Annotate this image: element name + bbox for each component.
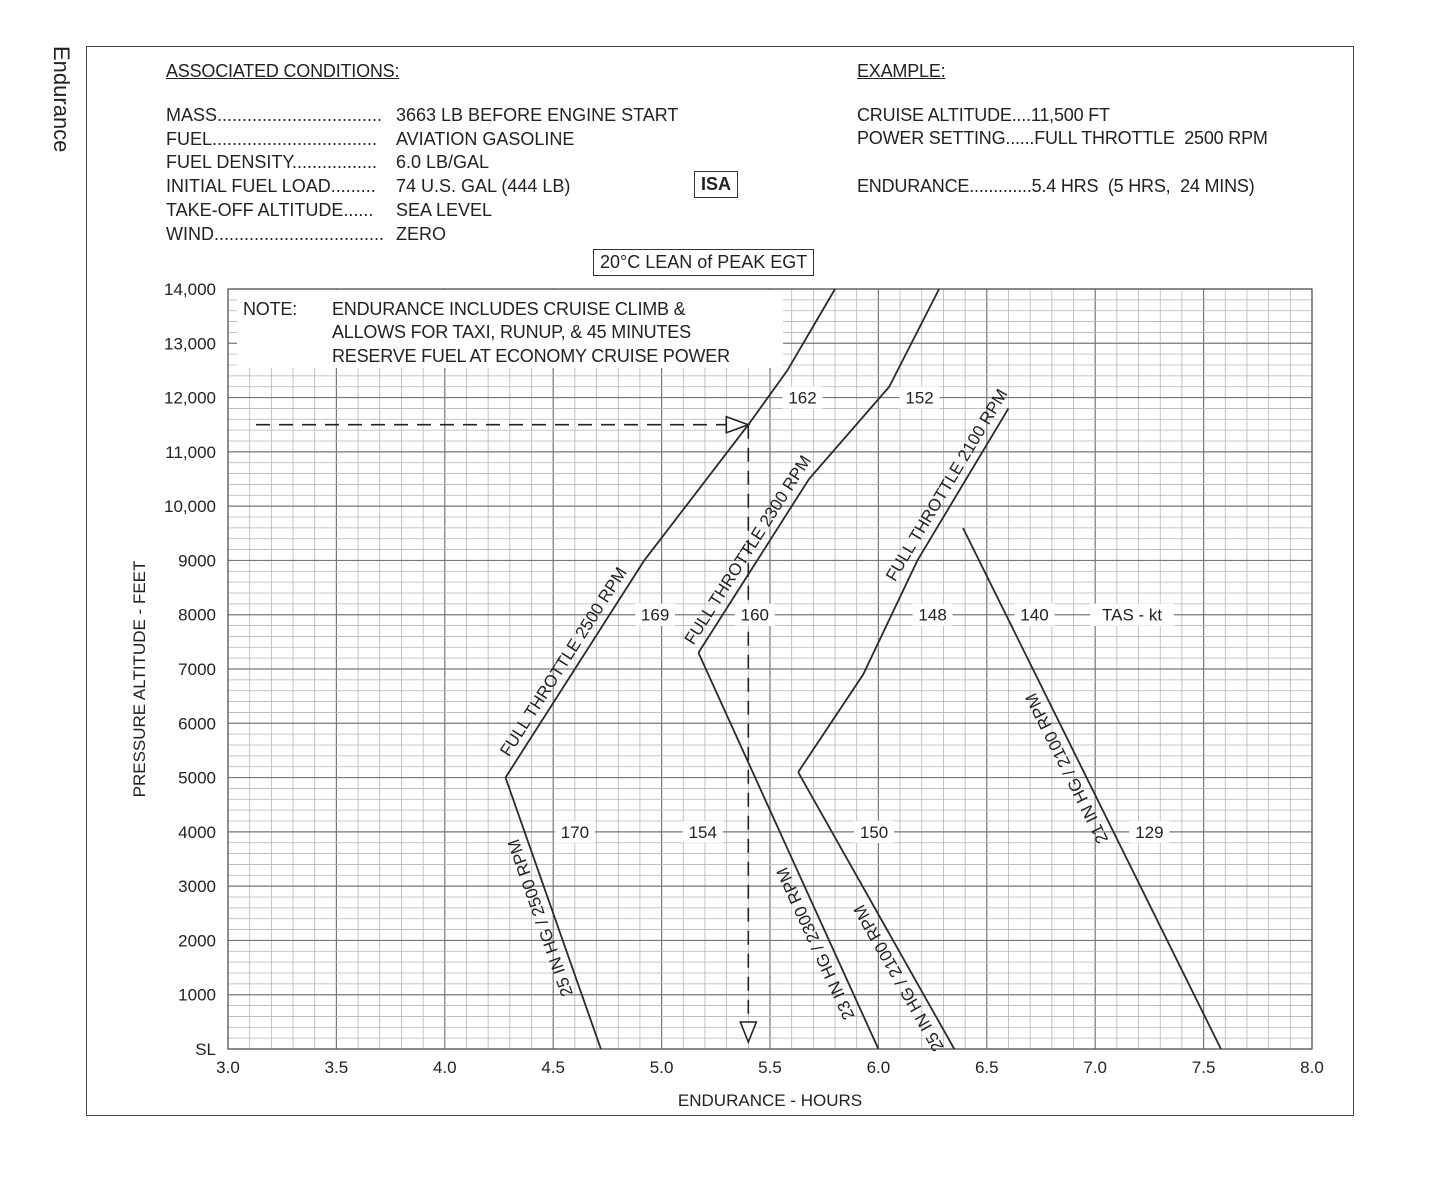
tas-value-label: 162	[788, 389, 816, 408]
x-tick-label: 7.5	[1192, 1058, 1216, 1077]
tas-label-bg	[682, 820, 723, 843]
condition-label: INITIAL FUEL LOAD.........	[166, 176, 376, 196]
y-tick-label: 12,000	[164, 389, 216, 408]
x-tick-label: 5.5	[758, 1058, 782, 1077]
example-arrow-right	[725, 415, 751, 434]
conditions-heading: ASSOCIATED CONDITIONS:	[166, 61, 400, 81]
note-label: NOTE:	[243, 299, 298, 319]
x-axis-title: ENDURANCE - HOURS	[678, 1091, 862, 1110]
condition-label: FUEL.................................	[166, 129, 378, 149]
condition-label: TAKE-OFF ALTITUDE......	[166, 200, 374, 220]
isa-box: ISA	[694, 171, 739, 198]
y-tick-label: SL	[195, 1040, 216, 1059]
note-background	[237, 290, 783, 368]
x-tick-label: 3.0	[216, 1058, 240, 1077]
chart-axes: 3.0 3.5 4.0 4.5 5.0 5.5 6.0 6.5 7.0 7.5 8.0 SL 1000 2…	[130, 280, 1324, 1110]
series-label-25inhg-2100: 25 IN HG / 2100 RPM	[850, 901, 948, 1054]
y-tick-label: 9000	[178, 551, 216, 570]
y-tick-label: 11,000	[165, 443, 216, 462]
tas-legend-bg	[1090, 603, 1175, 626]
tas-value-label: 140	[1020, 606, 1048, 625]
tas-label-bg	[912, 603, 953, 626]
condition-value: AVIATION GASOLINE	[396, 129, 575, 149]
x-tick-label: 4.0	[433, 1058, 457, 1077]
tas-label-bg	[554, 820, 595, 843]
x-tick-label: 6.0	[867, 1058, 891, 1077]
chart-grid	[227, 288, 1313, 1050]
series-25inhg-2100	[797, 771, 956, 1050]
series-full-throttle-2100	[797, 407, 1010, 773]
y-tick-label: 14,000	[164, 280, 216, 299]
condition-label: FUEL DENSITY.................	[166, 152, 378, 172]
x-tick-label: 8.0	[1300, 1058, 1324, 1077]
tas-label-bg	[854, 820, 895, 843]
example-line-altitude: CRUISE ALTITUDE....11,500 FT	[857, 105, 1110, 125]
tas-value-label: 129	[1135, 823, 1163, 842]
tas-value-label: 170	[561, 823, 589, 842]
y-tick-label: 1000	[178, 986, 216, 1005]
series-21inhg-2100	[962, 527, 1222, 1050]
series-25inhg-2500	[504, 777, 602, 1050]
series-label-23inhg-2300: 23 IN HG / 2300 RPM	[773, 864, 859, 1022]
tas-label-bg	[734, 603, 775, 626]
example-arrow-down	[739, 1021, 758, 1045]
condition-value: ZERO	[396, 224, 447, 244]
y-tick-label: 6000	[178, 714, 216, 733]
x-tick-label: 7.0	[1083, 1058, 1107, 1077]
tas-label-bg	[1129, 820, 1170, 843]
chart-series	[256, 288, 1222, 1050]
x-tick-label: 6.5	[975, 1058, 999, 1077]
chart-frame	[86, 46, 1354, 1116]
condition-value: 3663 LB BEFORE ENGINE START	[396, 105, 679, 125]
example-line-endurance: ENDURANCE.............5.4 HRS (5 HRS, 24…	[857, 176, 1255, 196]
y-tick-label: 8000	[178, 606, 216, 625]
y-tick-label: 10,000	[164, 497, 216, 516]
condition-value: 74 U.S. GAL (444 LB)	[396, 176, 571, 196]
lean-box: 20°C LEAN of PEAK EGT	[593, 249, 815, 276]
x-tick-label: 3.5	[325, 1058, 349, 1077]
y-axis-title: PRESSURE ALTITUDE - FEET	[130, 561, 149, 798]
plot-border	[227, 288, 1313, 1050]
tas-legend-label: TAS - kt	[1102, 606, 1162, 625]
note-line-3: RESERVE FUEL AT ECONOMY CRUISE POWER	[332, 346, 730, 366]
tas-label-bg	[1014, 603, 1055, 626]
y-tick-label: 7000	[178, 660, 216, 679]
tas-label-bg	[782, 386, 823, 409]
condition-value: 6.0 LB/GAL	[396, 152, 490, 172]
series-label-25inhg-2500: 25 IN HG / 2500 RPM	[504, 837, 577, 999]
x-tick-label: 5.0	[650, 1058, 674, 1077]
note-line-2: ALLOWS FOR TAXI, RUNUP, & 45 MINUTES	[332, 322, 691, 342]
tas-value-label: 160	[741, 606, 769, 625]
x-tick-label: 4.5	[541, 1058, 565, 1077]
condition-value: SEA LEVEL	[396, 200, 493, 220]
series-23inhg-2300	[697, 652, 880, 1050]
tas-value-label: 150	[860, 823, 888, 842]
series-label-full-throttle-2100: FULL THROTTLE 2100 RPM	[882, 386, 1011, 585]
example-line-power: POWER SETTING......FULL THROTTLE 2500 RP…	[857, 128, 1268, 148]
tas-value-label: 152	[905, 389, 933, 408]
condition-label: WIND..................................	[166, 224, 385, 244]
series-full-throttle-2300	[697, 288, 940, 654]
tas-label-bg	[899, 386, 940, 409]
tas-value-label: 148	[918, 606, 946, 625]
condition-label: MASS.................................	[166, 105, 383, 125]
y-tick-label: 13,000	[164, 334, 216, 353]
y-tick-label: 5000	[178, 769, 216, 788]
example-heading: EXAMPLE:	[857, 61, 946, 81]
series-label-21inhg-2100: 21 IN HG / 2100 RPM	[1022, 690, 1112, 847]
y-tick-label: 4000	[178, 823, 216, 842]
tas-label-bg	[635, 603, 676, 626]
y-tick-label: 2000	[178, 931, 216, 950]
tas-value-label: 154	[689, 823, 717, 842]
y-tick-label: 3000	[178, 877, 216, 896]
tas-value-label: 169	[641, 606, 669, 625]
note-line-1: ENDURANCE INCLUDES CRUISE CLIMB &	[332, 299, 686, 319]
